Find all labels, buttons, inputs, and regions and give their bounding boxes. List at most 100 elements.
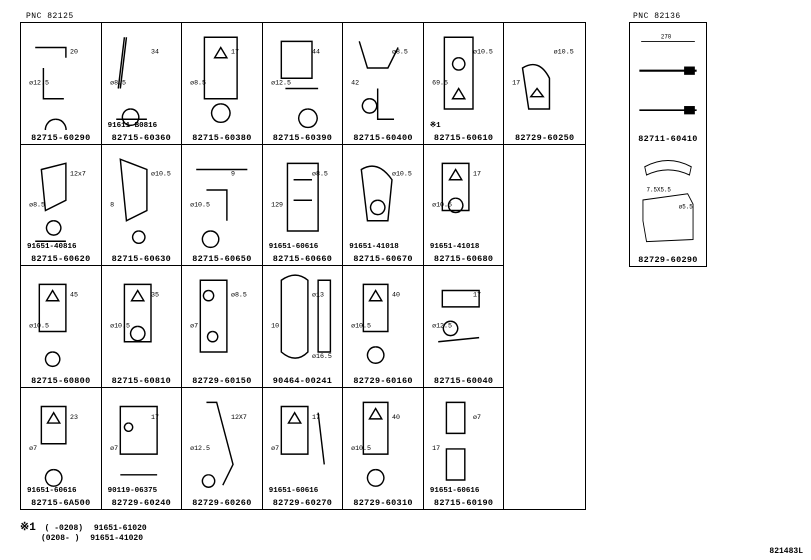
part-number: 82715-60610: [433, 132, 494, 143]
part-drawing: 270: [634, 27, 702, 131]
part-drawing: 44 ø12.5: [267, 27, 339, 130]
part-number: 82729-60260: [192, 498, 252, 508]
footnote-mark: ※1: [20, 522, 36, 534]
dimension-label: 40: [392, 413, 400, 421]
bolt-part-number: 91651-60616: [268, 487, 319, 495]
dimension-label: ø7: [271, 444, 279, 452]
dimension-label: ø7: [190, 321, 198, 329]
dimension-label: ø16.5: [312, 352, 332, 360]
part-cell[interactable]: 7.5X5.5 ø5.5 82729-60290: [630, 144, 706, 266]
part-drawing: 17 ø7: [106, 392, 178, 496]
dimension-label: 12x7: [70, 169, 86, 177]
part-drawing: 7.5X5.5 ø5.5: [634, 148, 702, 252]
dimension-label: 17: [473, 169, 481, 177]
part-number: 82715-60390: [272, 132, 333, 143]
side-panel-bottom: 7.5X5.5 ø5.5 82729-60290: [629, 144, 707, 267]
part-number: 82715-60400: [353, 132, 413, 143]
part-number: 82715-6A500: [31, 498, 91, 508]
empty-cell: [504, 144, 585, 266]
footnote-part-2: 91651-41020: [90, 534, 144, 543]
part-number: 82715-60360: [111, 132, 172, 143]
part-number: 82715-60190: [433, 498, 494, 508]
part-number: 82715-60040: [433, 375, 494, 386]
bolt-part-number: 91651-60616: [27, 487, 77, 495]
dimension-label: 10: [271, 321, 279, 329]
dimension-label: 35: [151, 291, 159, 299]
dimension-label: ø10.5: [190, 200, 210, 208]
pnc-side-label: PNC 82136: [633, 12, 681, 21]
bolt-part-number: 91651-60616: [268, 243, 319, 251]
pnc-main-label: PNC 82125: [26, 12, 74, 21]
dimension-label: ø12.5: [29, 78, 49, 86]
dimension-label: ø12.5: [271, 78, 291, 86]
part-number: 82729-60160: [353, 375, 413, 386]
bolt-part-number: 91611-B0816: [107, 121, 158, 130]
part-number: 82715-60800: [31, 375, 91, 386]
dimension-label: 44: [312, 48, 320, 56]
dimension-label: 8: [110, 200, 114, 208]
part-cell[interactable]: 44 ø12.5 82715-60390: [262, 23, 344, 145]
dimension-label: ø8.5: [110, 78, 126, 86]
part-drawing: ø10.5: [347, 149, 419, 252]
dimension-label: ø10.5: [351, 321, 371, 329]
dimension-label: ø8.5: [190, 78, 206, 86]
part-number: 82729-60310: [353, 498, 413, 508]
part-cell[interactable]: 270 82711-60410: [630, 23, 706, 145]
dimension-label: ø10.5: [473, 48, 493, 56]
dimension-label: ø10.5: [29, 321, 49, 329]
dimension-label: ø10.5: [392, 169, 412, 177]
dimension-label: 42: [351, 78, 359, 86]
footnote-part-1: 91651-61020: [93, 524, 147, 533]
side-panel-top: 270 82711-60410: [629, 22, 707, 146]
part-number: 82715-60650: [192, 254, 252, 264]
dimension-label: 129: [271, 200, 283, 208]
footnote-range-1: ( -0208): [44, 524, 84, 533]
dimension-label: ø7: [473, 413, 481, 421]
part-number: 82715-60630: [111, 254, 172, 264]
bolt-part-number: 91651-41018: [429, 243, 480, 251]
dimension-label: ø7: [110, 444, 118, 452]
footnote-range-2: (0208- ): [41, 534, 80, 543]
dimension-label: 17: [151, 413, 159, 421]
empty-cell: [504, 266, 585, 388]
